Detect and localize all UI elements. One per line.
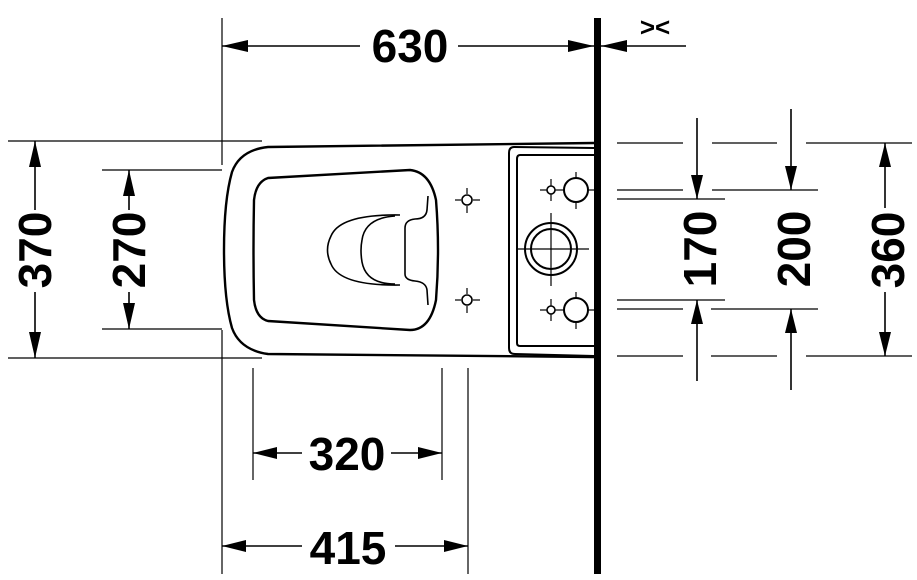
dimension-170: 170 [674,118,726,381]
dimension-label-270: 270 [103,212,155,289]
cistern-fixing-top [540,172,594,209]
dimension-label-320: 320 [309,428,386,480]
cistern [508,145,595,357]
dimension-label-200: 200 [768,211,820,288]
seat-fixing-hole-bottom [455,288,480,313]
wall-line [594,18,601,574]
dimension-270: 270 [102,169,222,330]
dimension-370: 370 [8,140,262,359]
seat-inner-outline [252,168,440,332]
dimension-label-360: 360 [862,212,914,289]
seat-fixing-hole-top [455,188,480,213]
pan-outer-outline [222,141,595,359]
cistern-inner-outline [516,154,594,347]
dimension-label-630: 630 [372,20,449,72]
dimension-label-370: 370 [9,212,61,289]
bowl-outlet [404,195,429,306]
cistern-outer-outline [508,145,595,357]
right-extension-lines [617,142,912,357]
toilet-pan [222,141,595,359]
cistern-fixing-bottom [540,292,594,329]
bowl-opening [326,214,401,286]
wall-gap-indicator: >< [601,12,686,52]
dimension-label-415: 415 [310,522,387,574]
dimension-320: 320 [221,330,443,574]
dimension-label-170: 170 [674,211,726,288]
bowl-inner-curve [360,215,396,285]
dimension-200: 200 [768,109,820,390]
wall-gap-symbol: >< [640,12,670,42]
dimension-415: 415 [222,368,469,574]
dimension-630: 630 [221,18,594,165]
flush-button [516,213,589,286]
dimension-360: 360 [862,143,914,356]
